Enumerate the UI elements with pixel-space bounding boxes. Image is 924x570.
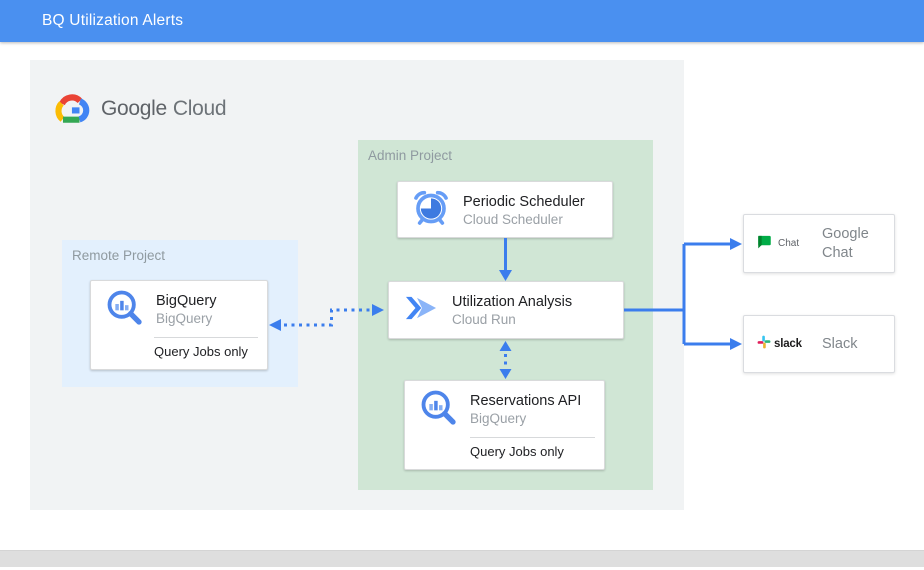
logo-text-google: Google: [101, 97, 167, 120]
slack-wordmark: slack: [774, 338, 802, 350]
node-periodic-scheduler[interactable]: Periodic Scheduler Cloud Scheduler: [397, 181, 613, 238]
node-note: Query Jobs only: [470, 444, 564, 459]
node-slack[interactable]: slack Slack: [743, 315, 895, 373]
group-label-remote-project: Remote Project: [72, 248, 166, 263]
chat-wordmark: Chat: [778, 238, 800, 249]
node-title: Reservations API: [470, 392, 582, 409]
node-title: Utilization Analysis: [452, 293, 573, 310]
node-title: BigQuery: [156, 292, 217, 309]
node-note: Query Jobs only: [154, 344, 248, 359]
node-utilization-analysis[interactable]: Utilization Analysis Cloud Run: [388, 281, 624, 339]
google-chat-icon: [757, 234, 772, 254]
node-subtitle: BigQuery: [470, 410, 527, 426]
cloud-scheduler-icon: [411, 188, 451, 233]
node-reservations-api[interactable]: Reservations API BigQuery Query Jobs onl…: [404, 380, 605, 470]
group-label-admin-project: Admin Project: [368, 148, 453, 163]
bigquery-icon: [418, 387, 458, 432]
title-bar: BQ Utilization Alerts: [0, 0, 924, 42]
slack-icon: [757, 335, 771, 354]
bigquery-icon: [104, 287, 144, 332]
node-subtitle: Cloud Run: [452, 311, 516, 327]
node-subtitle: BigQuery: [156, 310, 213, 326]
integration-label: Google Chat: [822, 225, 869, 261]
google-cloud-logo: Google Cloud: [50, 92, 227, 126]
logo-text-cloud: Cloud: [172, 97, 227, 120]
google-cloud-icon: [50, 92, 92, 126]
page-title: BQ Utilization Alerts: [42, 12, 184, 29]
integration-label: Slack: [822, 335, 858, 352]
node-title: Periodic Scheduler: [463, 193, 585, 210]
node-google-chat[interactable]: Chat Google Chat: [743, 214, 895, 273]
node-subtitle: Cloud Scheduler: [463, 211, 563, 227]
node-bigquery[interactable]: BigQuery BigQuery Query Jobs only: [90, 280, 268, 370]
cloud-run-icon: [402, 289, 440, 332]
horizontal-scrollbar-track[interactable]: [0, 550, 924, 567]
card-divider: [154, 337, 258, 338]
card-divider: [470, 437, 595, 438]
